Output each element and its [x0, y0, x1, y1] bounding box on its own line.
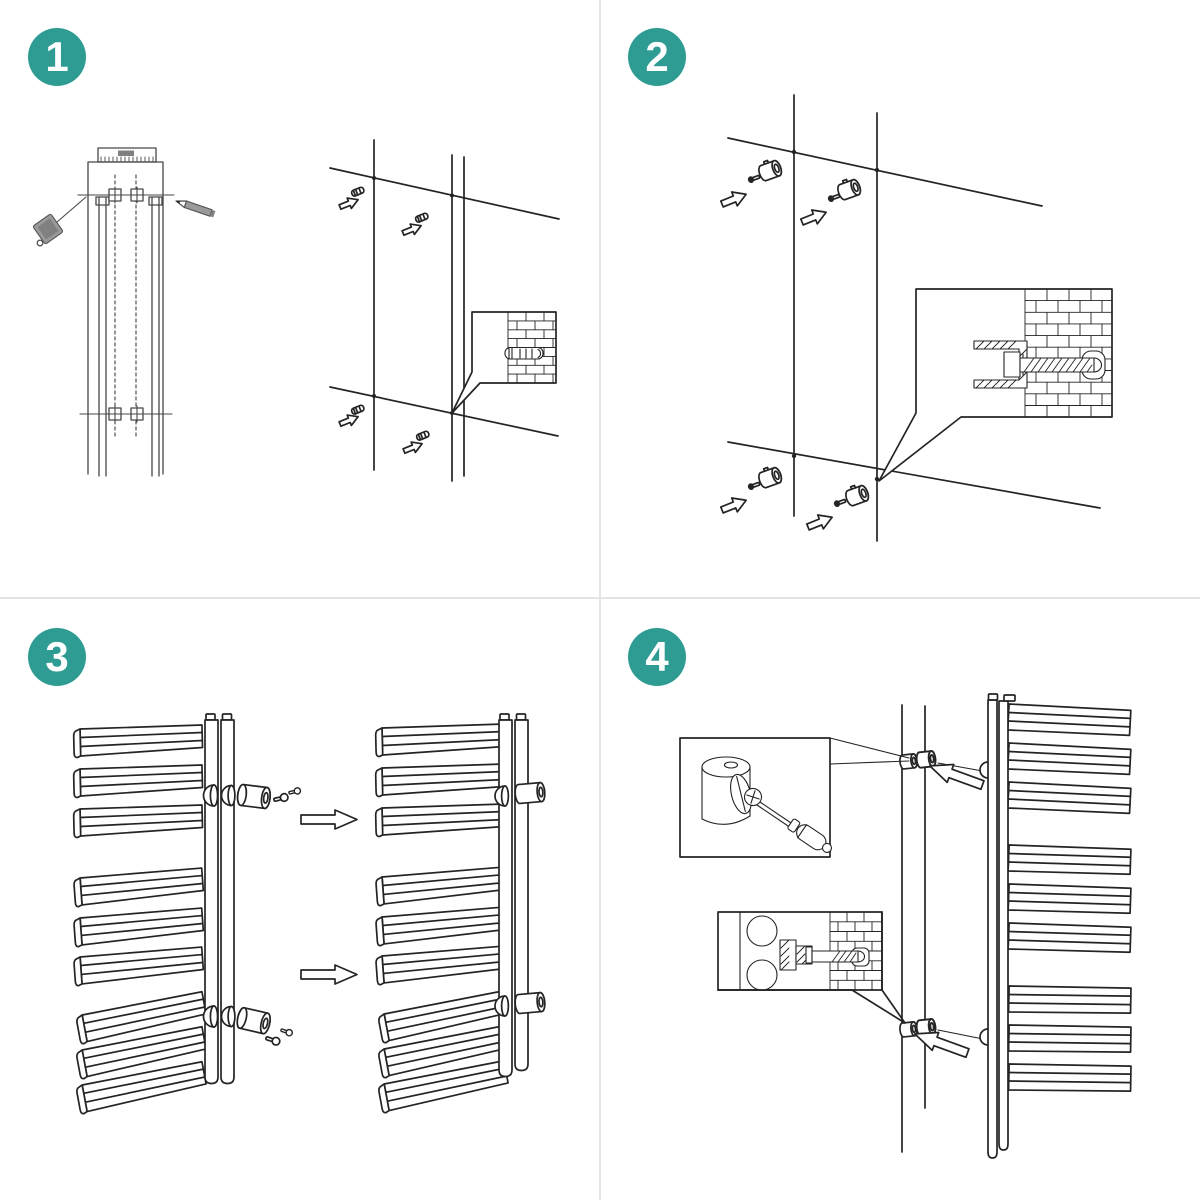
step-2-panel: 2	[600, 0, 1200, 600]
step-3-illustration	[72, 713, 547, 1116]
pencil-icon	[175, 200, 216, 218]
screw-icon	[746, 172, 848, 509]
bolt-in-wall-detail-inset	[878, 288, 1113, 482]
radiator-back-view	[32, 147, 216, 477]
step-4-panel: 4	[600, 600, 1200, 1200]
step-1-panel: 1	[0, 0, 600, 600]
radiator-panels	[374, 723, 511, 1115]
step-4-badge: 4	[628, 628, 686, 686]
bracket-attached	[494, 781, 547, 1017]
radiator-rails	[498, 713, 529, 1078]
step-2-badge: 2	[628, 28, 686, 86]
radiator-rails	[204, 713, 235, 1085]
wall-bracket-fixing-view	[718, 94, 1113, 542]
screwdriver-icon	[756, 801, 833, 853]
step-1-illustration	[32, 139, 560, 482]
tighten-screw-detail-inset	[679, 737, 910, 858]
hang-arrow-icon	[910, 756, 987, 1063]
step-3-panel: 3	[0, 600, 600, 1200]
radiator-panels	[72, 724, 209, 1116]
step-3-number: 3	[45, 633, 69, 680]
bracket-parts-exploded	[202, 783, 302, 810]
step-3-badge: 3	[28, 628, 86, 686]
assemble-arrow-icon	[300, 809, 358, 985]
step-2-number: 2	[645, 33, 669, 80]
step-1-number: 1	[45, 33, 69, 80]
chalk-block-icon	[32, 213, 64, 247]
step-2-illustration	[718, 94, 1113, 542]
radiator-exploded-view	[72, 713, 547, 1116]
radiator-side-view	[979, 693, 1132, 1159]
bracket-section-detail-inset	[717, 911, 906, 1024]
step-1-badge: 1	[28, 28, 86, 86]
step-4-illustration	[679, 693, 1132, 1159]
grid-divider-horizontal	[0, 597, 1200, 599]
bracket-parts-exploded	[202, 1005, 294, 1047]
wall-marking-view	[329, 139, 560, 482]
grub-screw-icon	[743, 787, 763, 807]
hang-radiator-view	[679, 693, 1132, 1159]
insert-arrow-icon	[337, 193, 426, 458]
wall-bracket-icon	[898, 749, 938, 1039]
step-4-number: 4	[645, 633, 669, 680]
wall-plug-detail-inset	[451, 311, 557, 414]
grid-divider-vertical	[599, 0, 601, 1200]
